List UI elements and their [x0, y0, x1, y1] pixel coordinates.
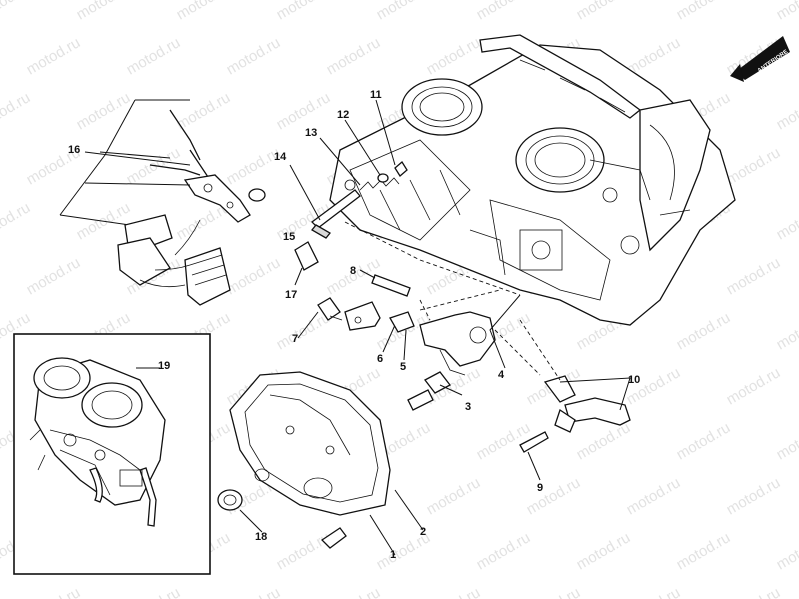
watermark-text: motod.ru: [674, 529, 734, 573]
part-3-bolt: [407, 371, 463, 411]
callout-16: 16: [68, 144, 80, 156]
callout-4: 4: [498, 369, 505, 381]
watermark-text: motod.ru: [274, 529, 334, 573]
callout-6: 6: [377, 353, 383, 365]
callout-19: 19: [158, 360, 170, 372]
carburetor-body: [329, 34, 736, 326]
watermark-text: motod.ru: [324, 34, 384, 78]
inset-carburetor-assembly: [13, 333, 211, 575]
watermark-text: motod.ru: [774, 89, 799, 133]
watermark-text: motod.ru: [724, 364, 784, 408]
callout-15: 15: [283, 231, 295, 243]
part-12-washer: [344, 119, 389, 183]
watermark-text: motod.ru: [724, 584, 784, 599]
watermark-text: motod.ru: [674, 419, 734, 463]
watermark-text: motod.ru: [724, 254, 784, 298]
watermark-text: motod.ru: [674, 0, 734, 23]
watermark-text: motod.ru: [24, 34, 84, 78]
watermark-text: motod.ru: [774, 0, 799, 23]
watermark-text: motod.ru: [74, 0, 134, 23]
watermark-text: motod.ru: [574, 529, 634, 573]
watermark-text: motod.ru: [274, 0, 334, 23]
watermark-text: motod.ru: [24, 254, 84, 298]
callout-9: 9: [537, 482, 543, 494]
throttle-cable-assembly: [59, 99, 266, 306]
watermark-text: motod.ru: [774, 419, 799, 463]
assembly-lines: [344, 221, 561, 381]
watermark-text: motod.ru: [124, 144, 184, 188]
watermark-text: motod.ru: [474, 0, 534, 23]
part-18-grommet: [217, 489, 263, 533]
watermark-text: motod.ru: [774, 309, 799, 353]
watermark-text: motod.ru: [624, 584, 684, 599]
watermark-text: motod.ru: [24, 584, 84, 599]
part-8-screw: [359, 269, 411, 297]
watermark-text: motod.ru: [624, 364, 684, 408]
watermark-text: motod.ru: [524, 474, 584, 518]
watermark-text: motod.ru: [774, 199, 799, 243]
part-7-screw: [297, 297, 343, 339]
watermark-text: motod.ru: [624, 474, 684, 518]
part-14-screw: [289, 164, 361, 239]
part-6-bracket: [344, 301, 396, 353]
watermark-text: motod.ru: [424, 34, 484, 78]
part-17-plug: [294, 241, 319, 286]
callout-14: 14: [274, 151, 287, 163]
watermark-text: motod.ru: [224, 34, 284, 78]
watermark-text: motod.ru: [674, 309, 734, 353]
part-9-screw: [519, 431, 549, 481]
watermark-text: motod.ru: [724, 144, 784, 188]
callout-5: 5: [400, 361, 406, 373]
watermark-text: motod.ru: [174, 0, 234, 23]
watermark-text: motod.ru: [574, 0, 634, 23]
callout-12: 12: [337, 109, 349, 121]
callouts: 1 2 3 4 5 6 7 8 9 10 11 12 13 14 15 16 1…: [68, 89, 640, 561]
watermark-text: motod.ru: [0, 0, 33, 23]
watermark-text: motod.ru: [474, 419, 534, 463]
callout-1: 1: [390, 549, 396, 561]
watermark-text: motod.ru: [124, 34, 184, 78]
watermark-text: motod.ru: [224, 254, 284, 298]
watermark-text: motod.ru: [174, 89, 234, 133]
watermark-text: motod.ru: [324, 584, 384, 599]
part-1-2-cover: [229, 371, 424, 556]
watermark-text: motod.ru: [424, 584, 484, 599]
watermark-text: motod.ru: [374, 0, 434, 23]
part-10-t-fitting: [543, 375, 631, 433]
watermark-text: motod.ru: [724, 474, 784, 518]
watermark-text: motod.ru: [474, 529, 534, 573]
callout-2: 2: [420, 526, 426, 538]
watermark-text: motod.ru: [574, 419, 634, 463]
watermark-text: motod.ru: [74, 89, 134, 133]
watermark-text: motod.ru: [774, 529, 799, 573]
callout-13: 13: [305, 127, 317, 139]
callout-18: 18: [255, 531, 267, 543]
callout-3: 3: [465, 401, 471, 413]
part-4-elbow: [419, 294, 521, 376]
callout-8: 8: [350, 265, 356, 277]
watermark-text: motod.ru: [0, 89, 33, 133]
callout-10: 10: [628, 374, 640, 386]
callout-17: 17: [285, 289, 297, 301]
part-5-fitting: [389, 311, 415, 361]
part-11-clip: [375, 99, 408, 177]
callout-11: 11: [370, 89, 382, 101]
watermark-text: motod.ru: [224, 584, 284, 599]
watermark-text: motod.ru: [524, 584, 584, 599]
watermark-text: motod.ru: [124, 584, 184, 599]
watermark-text: motod.ru: [0, 199, 33, 243]
watermark-text: motod.ru: [274, 89, 334, 133]
callout-7: 7: [292, 333, 298, 345]
watermark-text: motod.ru: [424, 474, 484, 518]
